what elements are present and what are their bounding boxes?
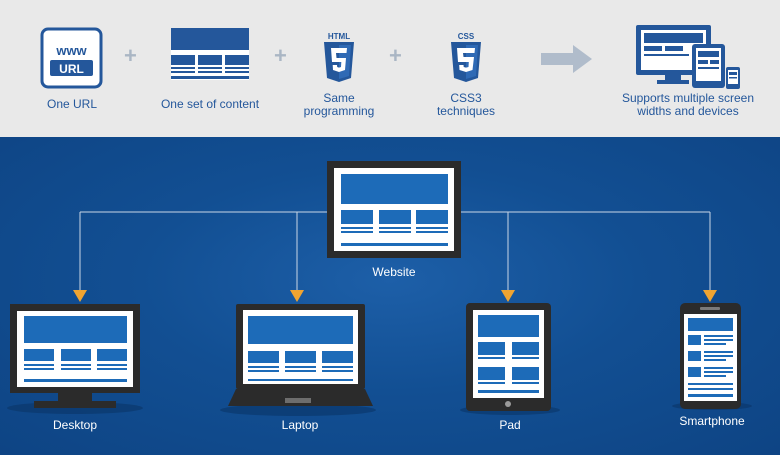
device-label-laptop: Laptop bbox=[281, 418, 319, 432]
arrow-down-icon bbox=[703, 290, 717, 302]
multi-device-icon bbox=[636, 25, 740, 89]
plus-sign: + bbox=[124, 43, 137, 68]
step-label-one-url: One URL bbox=[46, 97, 98, 111]
desktop-icon bbox=[7, 304, 143, 414]
www-url-icon: www URL bbox=[40, 27, 103, 89]
step-label-line: widths and devices bbox=[637, 104, 739, 118]
content-layout-icon bbox=[171, 28, 249, 80]
arrow-down-icon bbox=[501, 290, 515, 302]
tablet-icon bbox=[460, 303, 560, 415]
plus-sign: + bbox=[389, 43, 402, 68]
css3-icon: CSS bbox=[451, 32, 481, 82]
step-label-line: programming bbox=[303, 104, 375, 118]
svg-text:HTML: HTML bbox=[328, 32, 350, 41]
step-label-line: CSS3 bbox=[450, 91, 482, 105]
arrow-down-icon bbox=[73, 290, 87, 302]
connector-arrows bbox=[73, 290, 717, 302]
website-label: Website bbox=[372, 265, 416, 279]
step-label-same-programming: Same programming bbox=[299, 92, 379, 118]
device-label-desktop: Desktop bbox=[52, 418, 98, 432]
smartphone-icon bbox=[672, 303, 752, 410]
step-label-supports-multiple: Supports multiple screen widths and devi… bbox=[606, 92, 770, 118]
plus-sign: + bbox=[274, 43, 287, 68]
step-label-one-set-of-content: One set of content bbox=[160, 97, 260, 111]
device-label-smartphone: Smartphone bbox=[679, 414, 745, 428]
step-label-css3-techniques: CSS3 techniques bbox=[426, 92, 506, 118]
svg-text:URL: URL bbox=[59, 62, 84, 76]
device-label-pad: Pad bbox=[499, 418, 521, 432]
svg-text:CSS: CSS bbox=[458, 32, 475, 41]
step-label-line: Supports multiple screen bbox=[621, 91, 755, 105]
step-label-line: techniques bbox=[436, 104, 496, 118]
top-icons: www URL HTML CSS bbox=[40, 25, 740, 89]
website-monitor-icon bbox=[327, 161, 461, 258]
html5-icon: HTML bbox=[324, 32, 354, 82]
step-label-line: Same bbox=[323, 91, 355, 105]
arrow-down-icon bbox=[290, 290, 304, 302]
laptop-icon bbox=[220, 304, 376, 416]
right-arrow-icon bbox=[541, 45, 592, 73]
svg-text:www: www bbox=[55, 43, 87, 58]
